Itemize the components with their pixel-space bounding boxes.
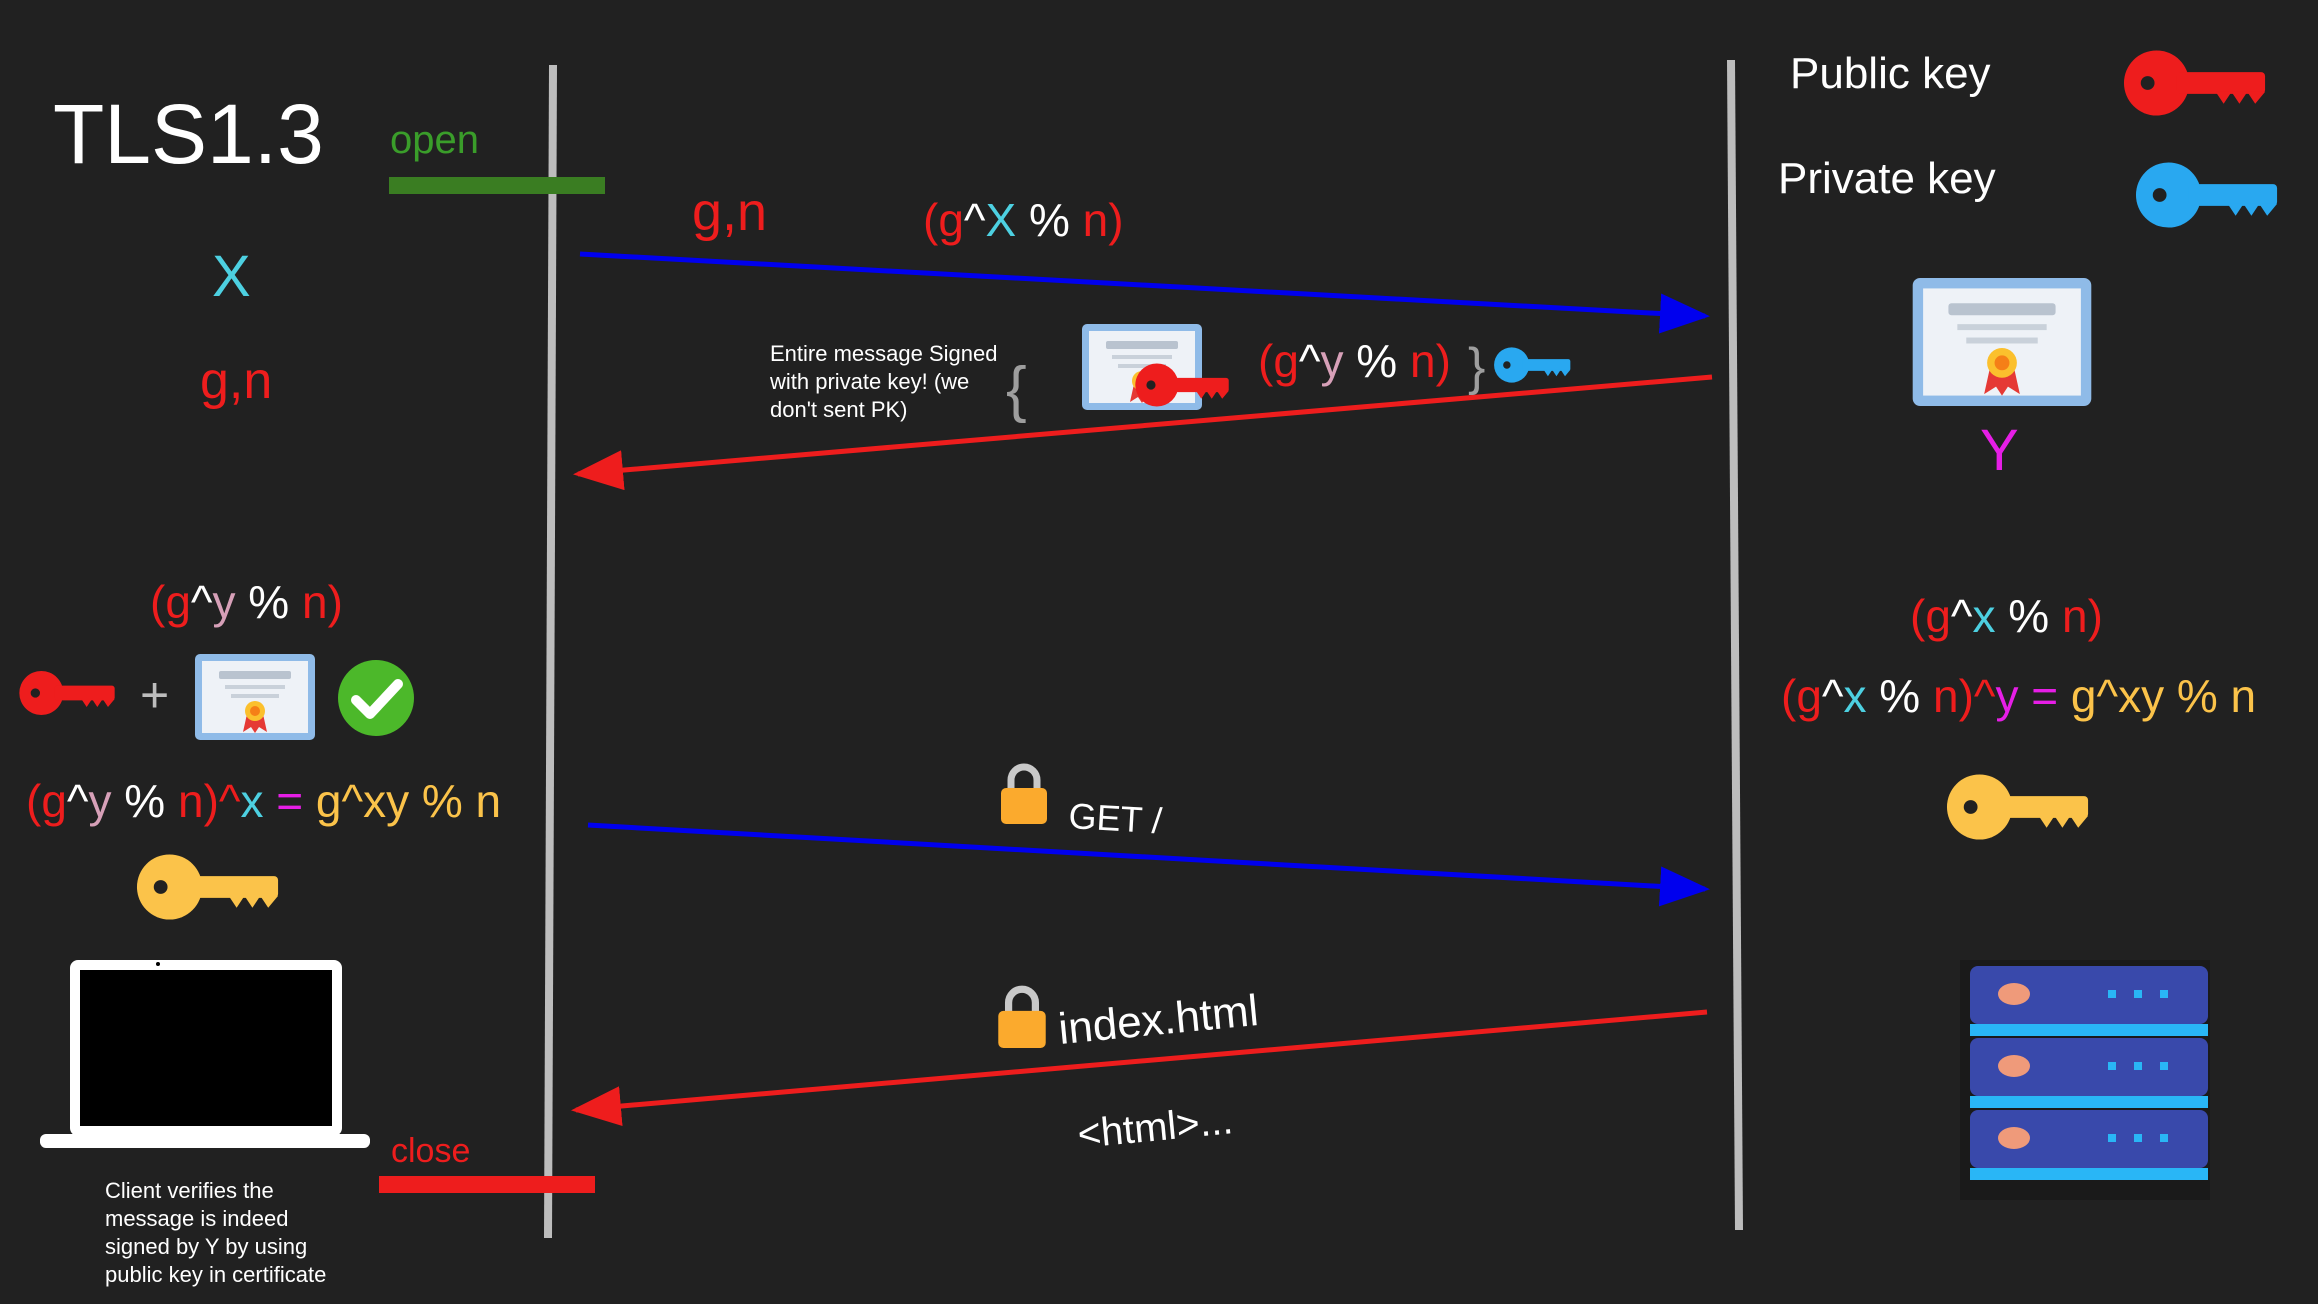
message-2-close-brace: }	[1468, 338, 1485, 396]
server-shared-key-icon	[1946, 774, 2089, 840]
public-key-icon	[2123, 50, 2266, 116]
private-key-icon	[2135, 162, 2278, 228]
server-received-value: (g^x % n)	[1910, 590, 2103, 642]
server-lifeline	[1727, 59, 1743, 1231]
client-params: g,n	[200, 352, 272, 410]
message-4-body: <html>...	[1076, 1098, 1235, 1157]
close-label: close	[391, 1132, 470, 1170]
certificate-icon	[195, 654, 315, 740]
message-3-arrow	[587, 822, 1710, 907]
open-label: open	[390, 118, 479, 162]
message-1-arrow	[579, 251, 1710, 334]
message-2-private-key-icon	[1494, 347, 1571, 383]
legend-private-key-label: Private key	[1778, 154, 1996, 203]
message-3-lock-icon	[1001, 767, 1047, 824]
client-shared-key-icon	[136, 854, 279, 920]
page-title: TLS1.3	[53, 87, 324, 181]
message-4-label: index.html	[1056, 986, 1260, 1054]
close-bar	[379, 1176, 595, 1193]
plus-sign: +	[140, 667, 169, 723]
message-4-lock-icon	[998, 989, 1045, 1048]
legend-public-key-label: Public key	[1790, 49, 1991, 98]
client-secret: X	[212, 244, 251, 309]
client-shared-formula: (g^y % n)^x = g^xy % n	[26, 775, 501, 827]
message-2-open-brace: {	[1006, 355, 1027, 424]
message-1-value: (g^X % n)	[923, 194, 1124, 246]
server-certificate-icon	[1912, 278, 2092, 406]
message-3-label: GET /	[1068, 795, 1164, 841]
server-icon	[1960, 960, 2210, 1200]
client-lifeline	[544, 64, 557, 1239]
message-4-arrow	[571, 1009, 1708, 1127]
check-icon	[338, 660, 414, 736]
server-shared-formula: (g^x % n)^y = g^xy % n	[1781, 670, 2256, 722]
message-2-value: (g^y % n)	[1258, 335, 1451, 387]
client-verify-note: Client verifies the message is indeed si…	[105, 1178, 327, 1287]
server-secret: Y	[1980, 418, 2019, 483]
message-2-arrow	[573, 374, 1713, 491]
laptop-icon	[40, 960, 370, 1148]
message-1-params: g,n	[692, 182, 767, 242]
verify-public-key-icon	[19, 671, 115, 715]
message-2-signature-note: Entire message Signed with private key! …	[770, 341, 998, 422]
open-bar	[389, 177, 605, 194]
client-received-value: (g^y % n)	[150, 576, 343, 628]
